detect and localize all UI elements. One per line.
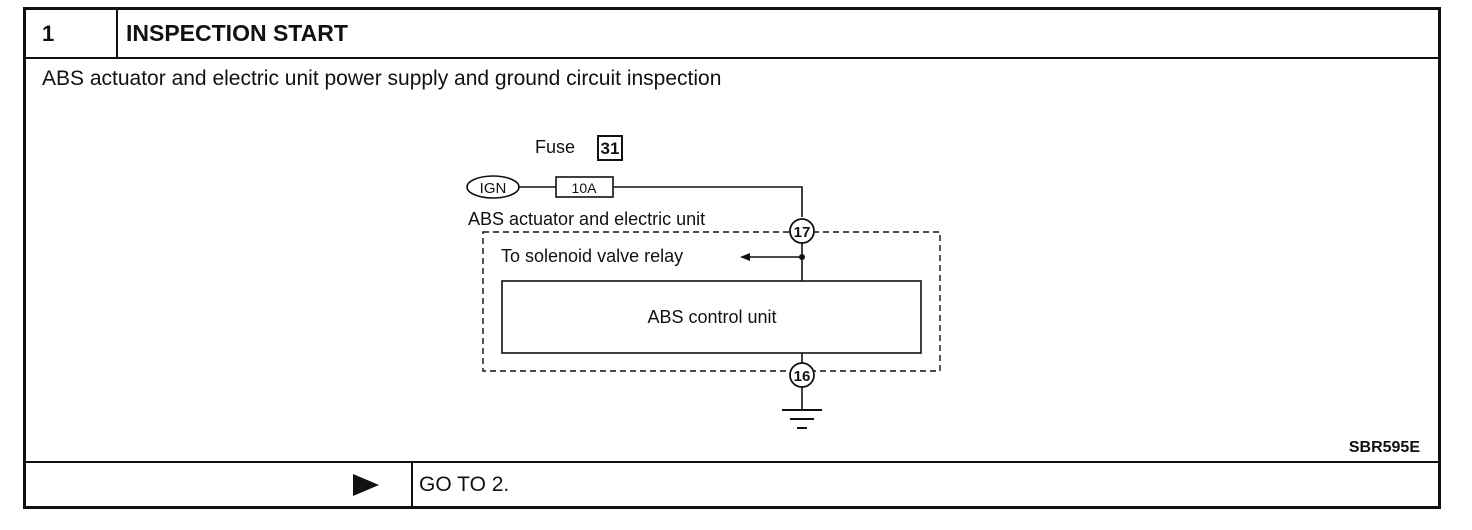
step-title: INSPECTION START: [126, 20, 348, 46]
unit-boundary: [482, 231, 941, 372]
wiring-diagram: Fuse 31 IGN 10A ABS actuator and electri…: [466, 135, 941, 429]
result-cell: [26, 463, 413, 506]
header-row: 1 INSPECTION START: [26, 10, 1438, 59]
figure-code: SBR595E: [1348, 439, 1420, 456]
terminal-17-label: 17: [794, 224, 811, 241]
ground-icon: [782, 409, 822, 429]
step-description: ABS actuator and electric unit power sup…: [42, 67, 722, 90]
relay-arrow-icon: [740, 253, 750, 261]
footer-row: GO TO 2.: [26, 463, 1438, 506]
relay-label: To solenoid valve relay: [501, 246, 683, 266]
inspection-table: 1 INSPECTION START ABS actuator and elec…: [23, 7, 1441, 509]
play-arrow-icon: [353, 474, 379, 496]
fuse-number-box: [597, 135, 623, 161]
goto-instruction: GO TO 2.: [419, 473, 510, 496]
step-number: 1: [26, 10, 118, 57]
fuse-number: 31: [601, 139, 620, 158]
body-row: ABS actuator and electric unit power sup…: [26, 59, 1438, 463]
fuse-rating: 10A: [572, 180, 598, 196]
ign-label: IGN: [480, 180, 507, 197]
control-unit-box: [501, 280, 922, 354]
fuse-label: Fuse: [535, 137, 575, 157]
terminal-16-label: 16: [794, 368, 811, 385]
control-unit-label: ABS control unit: [647, 307, 776, 327]
wire-fuse-terminal: [613, 186, 803, 217]
unit-label: ABS actuator and electric unit: [468, 209, 705, 229]
